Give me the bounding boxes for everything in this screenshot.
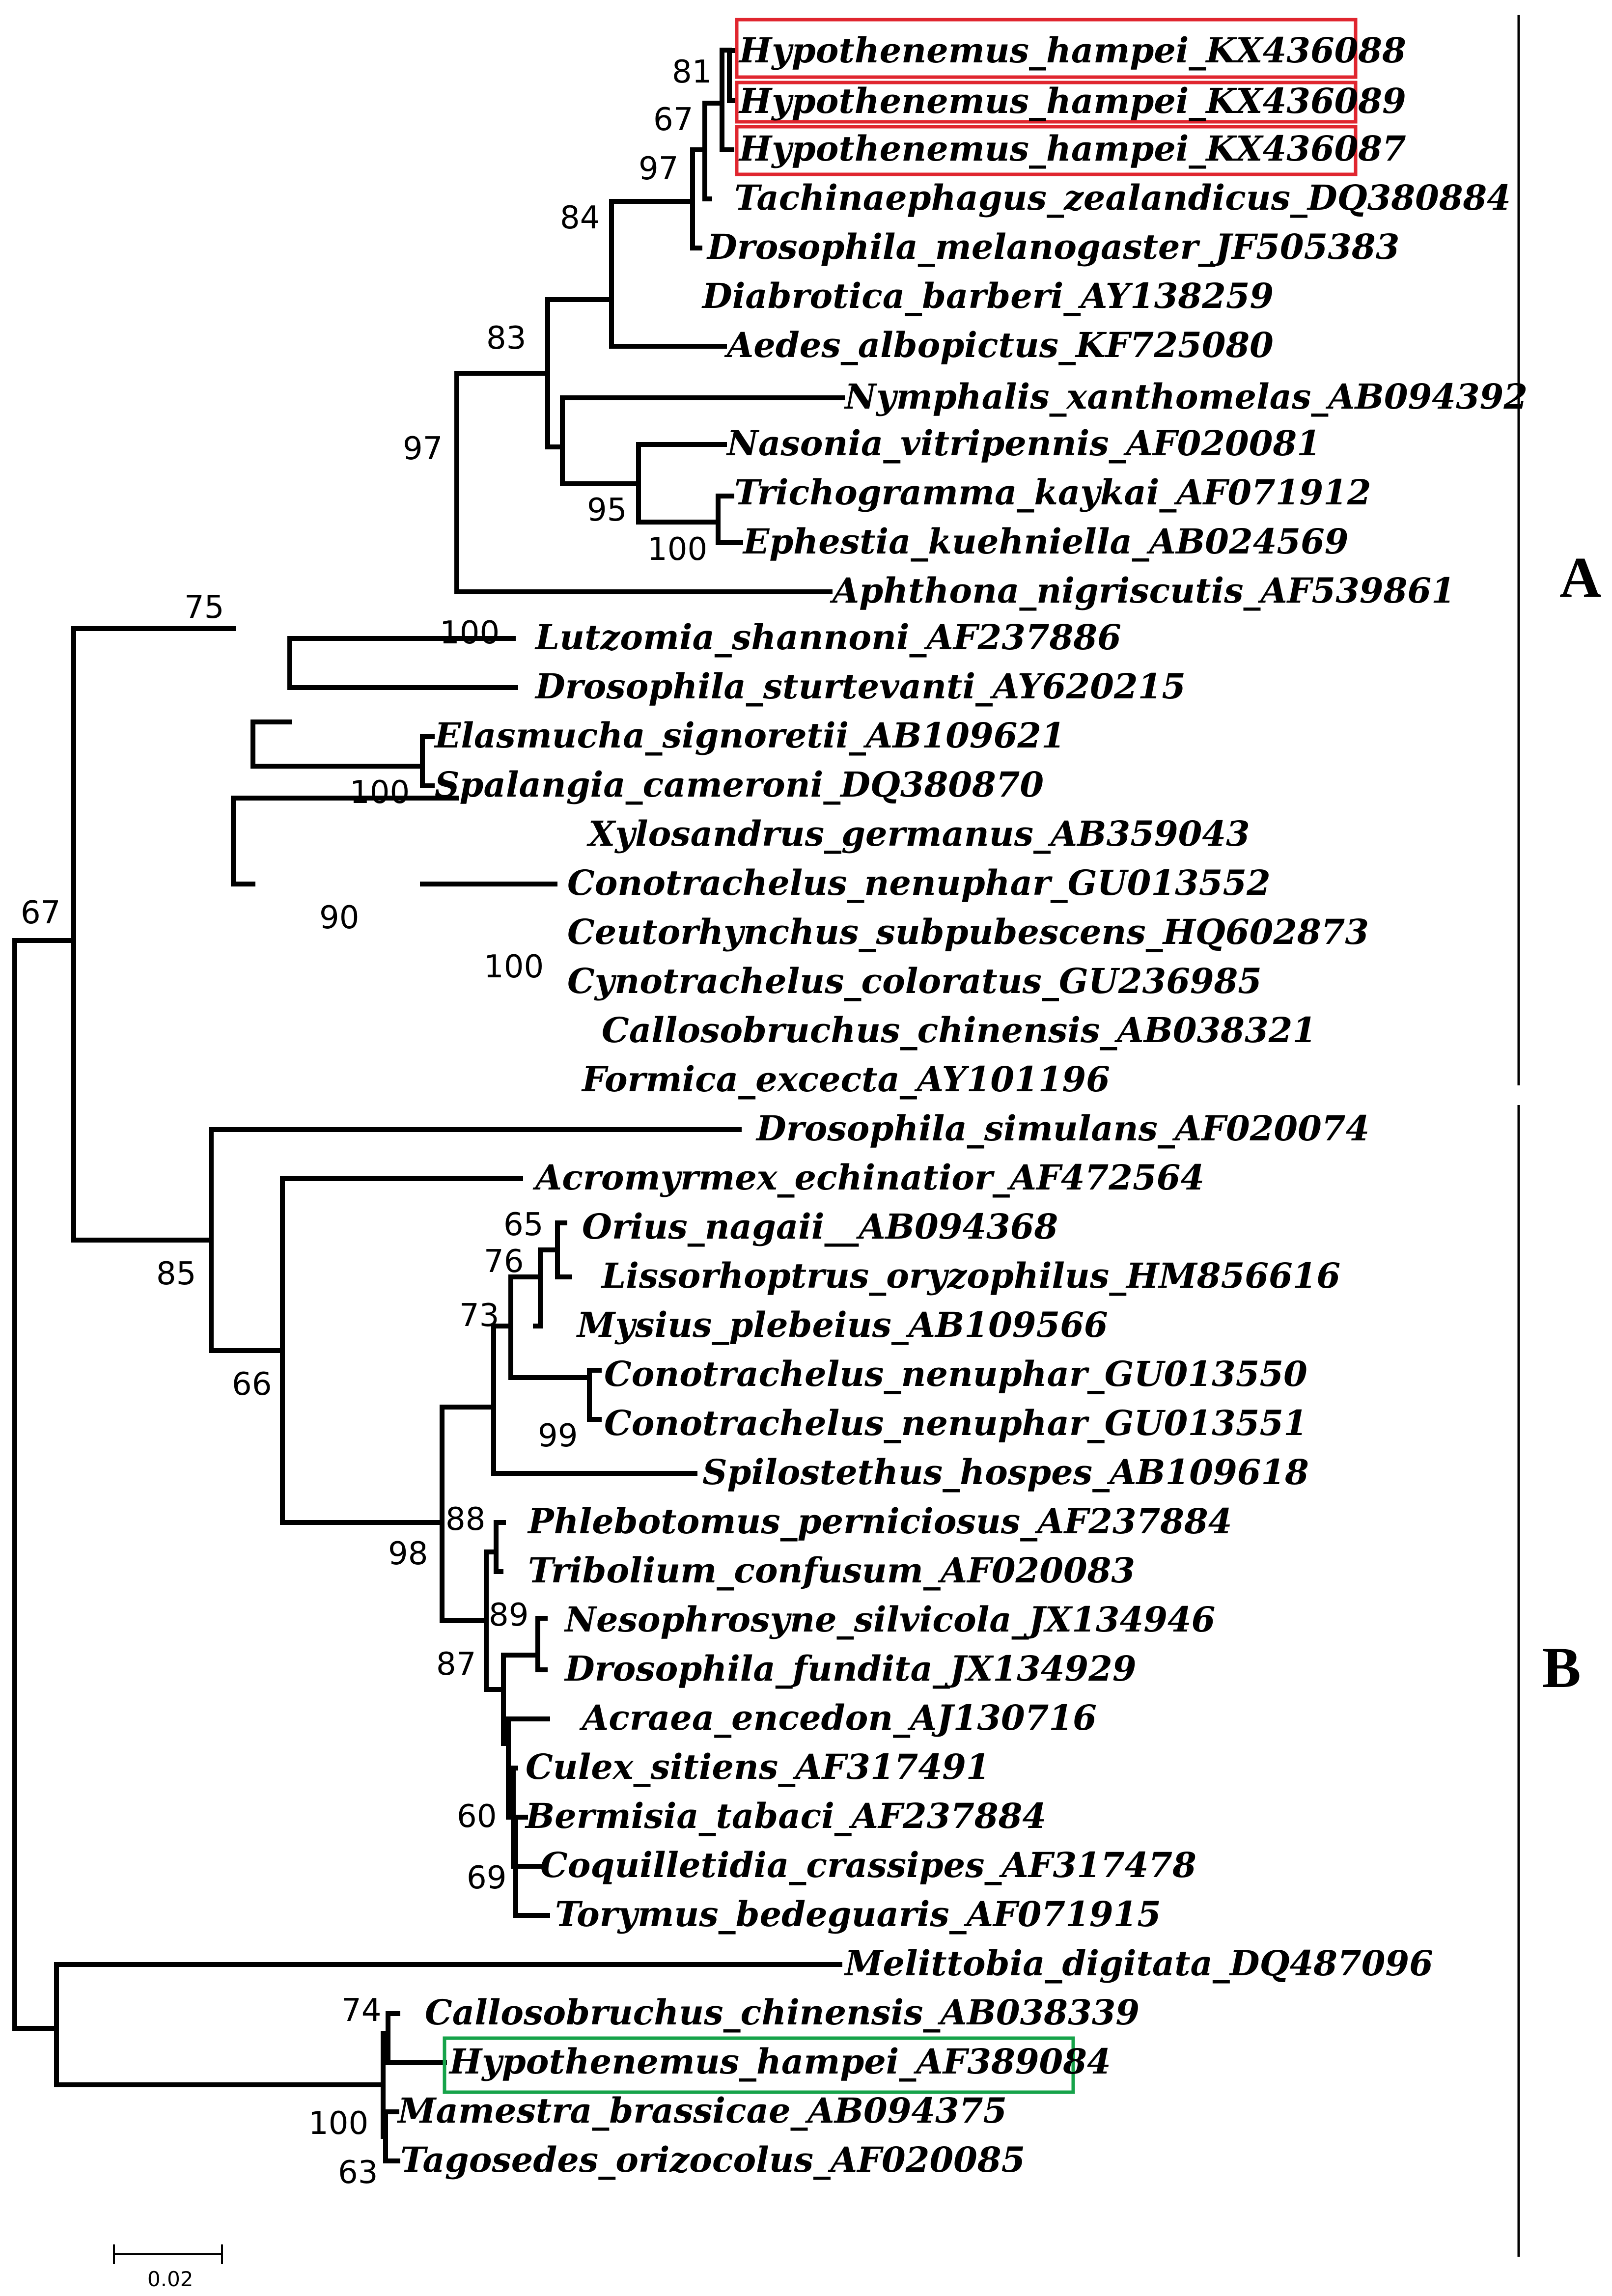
leaf-label: Coquilletidia_crassipes_AF317478 (540, 1845, 1196, 1885)
leaf-label: Hypothenemus_hampei_KX436089 (738, 81, 1406, 121)
leaf-label: Nesophrosyne_silvicola_JX134946 (564, 1599, 1215, 1640)
bootstrap-value: 87 (436, 1646, 476, 1683)
bootstrap-value: 66 (232, 1366, 272, 1403)
bootstrap-value: 97 (403, 431, 443, 467)
leaf-label: Drosophila_simulans_AF020074 (755, 1108, 1369, 1149)
leaf-label: Torymus_bedeguaris_AF071915 (555, 1894, 1161, 1935)
leaf-label: Diabrotica_barberi_AY138259 (701, 276, 1274, 316)
leaf-label: Hypothenemus_hampei_KX436088 (738, 30, 1406, 71)
leaf-label: Nasonia_vitripennis_AF020081 (726, 423, 1321, 464)
bootstrap-value: 67 (21, 895, 60, 931)
bootstrap-value: 75 (184, 589, 224, 626)
leaf-label: Hypothenemus_hampei_KX436087 (738, 128, 1406, 169)
leaf-label: Aedes_albopictus_KF725080 (724, 325, 1274, 365)
bootstrap-value: 89 (489, 1597, 528, 1633)
leaf-label: Tachinaephagus_zealandicus_DQ380884 (734, 177, 1511, 218)
leaf-label: Lutzomia_shannoni_AF237886 (534, 617, 1121, 658)
bootstrap-value: 76 (484, 1244, 524, 1280)
leaf-label: Nymphalis_xanthomelas_AB094392 (844, 376, 1528, 417)
leaf-label: Aphthona_nigriscutis_AF539861 (830, 570, 1455, 611)
leaf-label: Tagosedes_orizocolus_AF020085 (400, 2139, 1025, 2180)
leaf-label: Callosobruchus_chinensis_AB038321 (602, 1010, 1316, 1051)
highlight-box-kx436088 (735, 18, 1358, 79)
leaf-label: Trichogramma_kaykai_AF071912 (734, 472, 1371, 513)
clade-brackets: A B (1517, 15, 1601, 2257)
leaf-label: Acromyrmex_echinatior_AF472564 (532, 1157, 1204, 1198)
leaf-label: Spilostethus_hospes_AB109618 (702, 1452, 1309, 1493)
clade-label-a: A (1559, 545, 1601, 609)
bootstrap-value: 84 (560, 200, 600, 236)
leaf-label: Callosobruchus_chinensis_AB038339 (425, 1992, 1140, 2033)
leaf-label: Cynotrachelus_coloratus_GU236985 (567, 961, 1262, 1001)
bootstrap-value: 98 (388, 1536, 428, 1572)
leaf-label: Phlebotomus_perniciosus_AF237884 (527, 1501, 1232, 1542)
leaf-label: Drosophila_fundita_JX134929 (564, 1648, 1137, 1689)
scale-bar-label: 0.02 (147, 2267, 194, 2291)
bootstrap-value: 69 (467, 1860, 506, 1896)
bootstrap-value: 90 (319, 900, 359, 936)
bootstrap-value: 97 (639, 151, 678, 187)
highlight-boxes (443, 18, 1358, 2094)
bootstrap-value: 95 (587, 492, 627, 528)
highlight-box-kx436087 (735, 125, 1358, 176)
bootstrap-value: 73 (459, 1298, 499, 1334)
bootstrap-value: 88 (445, 1501, 485, 1538)
leaf-label: Drosophila_sturtevanti_AY620215 (534, 666, 1186, 707)
bootstrap-value: 83 (486, 320, 526, 357)
leaf-label: Xylosandrus_germanus_AB359043 (586, 813, 1250, 854)
bootstrap-values: 81 67 97 84 83 97 95 100 75 100 100 90 1… (21, 54, 712, 2191)
leaf-label: Conotrachelus_nenuphar_GU013551 (604, 1403, 1307, 1443)
leaf-labels: Hypothenemus_hampei_KX436088 Hypothenemu… (397, 30, 1528, 2180)
bootstrap-value: 100 (484, 949, 544, 985)
leaf-label: Conotrachelus_nenuphar_GU013552 (567, 862, 1271, 903)
bootstrap-value: 63 (338, 2155, 378, 2191)
leaf-label: Mysius_plebeius_AB109566 (576, 1304, 1108, 1345)
leaf-label: Tribolium_confusum_AF020083 (528, 1550, 1135, 1591)
bootstrap-value: 60 (457, 1798, 497, 1835)
bootstrap-value: 67 (653, 102, 693, 138)
bootstrap-value: 100 (308, 2105, 368, 2142)
leaf-label: Acraea_encedon_AJ130716 (579, 1697, 1097, 1738)
leaf-label: Ephestia_kuehniella_AB024569 (742, 521, 1349, 562)
bootstrap-value: 99 (538, 1418, 578, 1454)
bootstrap-value: 81 (672, 54, 712, 90)
bootstrap-value: 65 (503, 1207, 543, 1243)
bootstrap-value: 100 (647, 531, 707, 568)
leaf-label: Mamestra_brassicae_AB094375 (397, 2090, 1007, 2131)
leaf-label: Melittobia_digitata_DQ487096 (844, 1943, 1433, 1984)
bootstrap-value: 100 (440, 615, 500, 651)
leaf-label: Hypothenemus_hampei_AF389084 (448, 2041, 1111, 2082)
leaf-label: Culex_sitiens_AF317491 (526, 1746, 990, 1787)
scale-bar: 0.02 (113, 2244, 223, 2291)
leaf-label: Drosophila_melanogaster_JF505383 (706, 226, 1399, 267)
leaf-label: Elasmucha_signoretii_AB109621 (434, 715, 1065, 756)
highlight-box-kx436089 (735, 81, 1358, 124)
bootstrap-value: 85 (156, 1256, 196, 1292)
tree-branches (12, 48, 845, 2163)
bootstrap-value: 74 (341, 1992, 381, 2029)
highlight-box-af389084 (443, 2036, 1075, 2094)
bootstrap-value: 100 (350, 775, 410, 811)
leaf-label: Formica_excecta_AY101196 (581, 1059, 1110, 1100)
leaf-label: Lissorhoptrus_oryzophilus_HM856616 (601, 1255, 1340, 1296)
leaf-label: Bermisia_tabaci_AF237884 (525, 1796, 1046, 1836)
leaf-label: Orius_nagaii__AB094368 (582, 1206, 1058, 1247)
clade-label-b: B (1542, 1635, 1581, 1700)
leaf-label: Conotrachelus_nenuphar_GU013550 (604, 1354, 1307, 1394)
leaf-label: Spalangia_cameroni_DQ380870 (435, 764, 1044, 805)
leaf-label: Ceutorhynchus_subpubescens_HQ602873 (567, 912, 1369, 952)
